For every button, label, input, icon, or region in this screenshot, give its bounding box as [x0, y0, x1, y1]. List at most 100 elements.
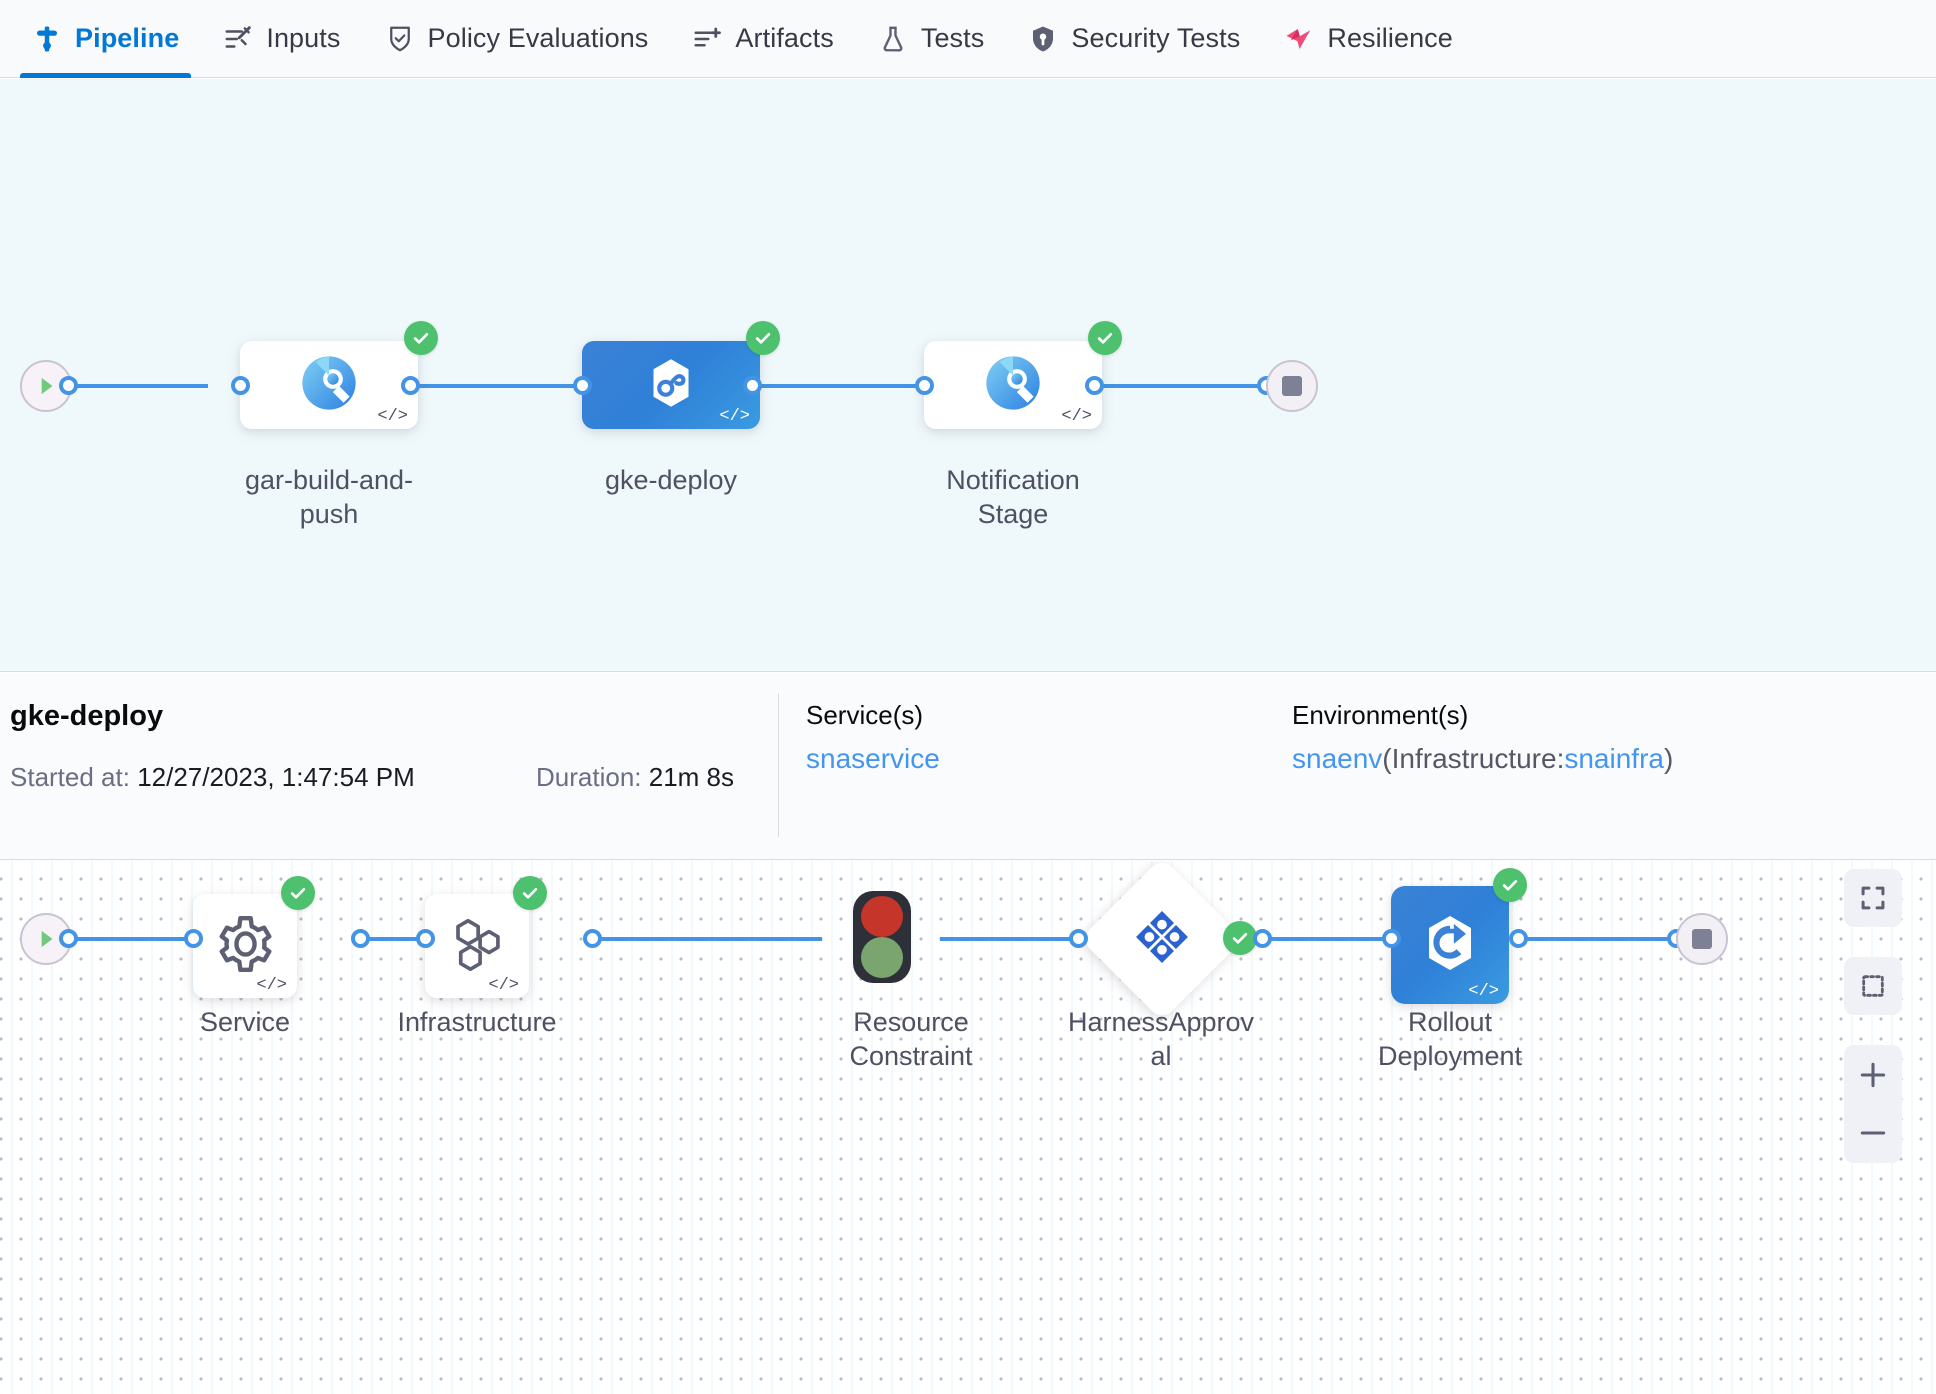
inputs-icon — [223, 24, 253, 54]
tab-label: Security Tests — [1071, 23, 1241, 53]
yaml-code-icon: </> — [1061, 407, 1092, 426]
edge-rollout-to-end — [1518, 937, 1676, 941]
pipeline-tab-bar: Pipeline Inputs Policy Evaluations Artif… — [0, 0, 1936, 78]
status-badge-success — [404, 321, 438, 355]
end-node[interactable] — [1266, 360, 1318, 412]
started-at-value: 12/27/2023, 1:47:54 PM — [137, 762, 415, 792]
end-node[interactable] — [1676, 913, 1728, 965]
tab-artifacts[interactable]: Artifacts — [670, 0, 855, 78]
pipeline-icon — [32, 24, 62, 54]
yaml-code-icon: </> — [488, 976, 519, 995]
tab-label: Tests — [920, 23, 985, 53]
edge-harness-approval-to-rollout — [1262, 937, 1400, 941]
traffic-light-red-lamp — [861, 896, 903, 937]
pipeline-stage-graph-canvas[interactable]: </> gar-build-and-push </> gke-deploy — [0, 79, 1936, 672]
detail-divider — [778, 693, 779, 837]
port-gke-deploy-out — [743, 376, 762, 395]
fit-to-screen-button[interactable] — [1844, 869, 1902, 927]
duration-value: 21m 8s — [648, 762, 734, 792]
port-start-out — [59, 376, 78, 395]
stage-detail-panel: gke-deploy Started at: 12/27/2023, 1:47:… — [0, 673, 1936, 860]
port-rollout-out — [1509, 929, 1528, 948]
tab-policy-evaluations[interactable]: Policy Evaluations — [363, 0, 671, 78]
edge-notification-to-end — [1094, 384, 1266, 388]
infrastructure-prefix: (Infrastructure: — [1382, 743, 1565, 774]
port-infrastructure-in — [416, 929, 435, 948]
stop-icon — [1282, 376, 1302, 396]
step-node-harness-approval[interactable] — [1104, 881, 1220, 997]
expand-corners-icon — [1844, 869, 1902, 927]
port-start-out — [59, 929, 78, 948]
stage-node-gar-build-and-push[interactable]: </> — [240, 321, 438, 429]
tab-label: Artifacts — [735, 23, 834, 53]
port-gar-build-in — [231, 376, 250, 395]
port-harness-approval-in — [1069, 929, 1088, 948]
port-infrastructure-out — [583, 929, 602, 948]
tab-label: Pipeline — [75, 23, 180, 53]
started-at-label: Started at: — [10, 762, 130, 792]
tab-label: Inputs — [266, 23, 341, 53]
status-badge-success — [1088, 321, 1122, 355]
port-harness-approval-out — [1253, 929, 1272, 948]
stage-label-gke-deploy: gke-deploy — [604, 465, 738, 495]
step-label-service: Service — [199, 1007, 291, 1037]
artifacts-list-icon — [692, 24, 722, 54]
play-icon — [41, 377, 53, 395]
tab-label: Resilience — [1327, 23, 1453, 53]
service-link[interactable]: snaservice — [806, 743, 940, 774]
infrastructure-suffix: ) — [1663, 743, 1674, 774]
dashed-square-icon — [1844, 957, 1902, 1015]
stage-started-at: Started at: 12/27/2023, 1:47:54 PM — [10, 762, 415, 793]
zoom-in-button[interactable] — [1844, 1046, 1902, 1104]
edge-start-to-service — [68, 937, 208, 941]
tab-inputs[interactable]: Inputs — [201, 0, 362, 78]
gear-icon — [214, 913, 276, 980]
status-badge-success — [746, 321, 780, 355]
harness-approval-icon — [1131, 906, 1193, 973]
services-column: Service(s) snaservice — [806, 700, 940, 775]
tab-label: Policy Evaluations — [427, 23, 649, 53]
edge-gke-deploy-to-notification — [752, 384, 924, 388]
status-badge-success — [1223, 921, 1257, 955]
environments-column: Environment(s) snaenv(Infrastructure:sna… — [1292, 700, 1673, 775]
stage-detail-title: gke-deploy — [10, 700, 164, 732]
stage-label-gar-build-and-push: gar-build-and-push — [244, 465, 414, 529]
step-node-service[interactable]: </> — [193, 876, 315, 998]
infrastructure-link[interactable]: snainfra — [1564, 743, 1664, 774]
environment-link[interactable]: snaenv — [1292, 743, 1383, 774]
tab-security-tests[interactable]: Security Tests — [1006, 0, 1262, 78]
build-stage-icon — [981, 351, 1045, 420]
select-area-button[interactable] — [1844, 957, 1902, 1015]
step-node-resource-constraint[interactable] — [853, 891, 911, 983]
stop-icon — [1692, 929, 1712, 949]
edge-resource-constraint-to-harness-approval — [940, 937, 1078, 941]
step-node-infrastructure[interactable]: </> — [425, 876, 547, 998]
tab-tests[interactable]: Tests — [856, 0, 1007, 78]
zoom-buttons-group — [1844, 1045, 1902, 1163]
tab-resilience[interactable]: Resilience — [1262, 0, 1475, 78]
security-shield-icon — [1028, 24, 1058, 54]
flask-icon — [878, 24, 908, 54]
port-gar-build-out — [401, 376, 420, 395]
yaml-code-icon: </> — [1468, 982, 1499, 1001]
port-service-out — [351, 929, 370, 948]
stage-duration: Duration: 21m 8s — [536, 762, 734, 793]
port-service-in — [184, 929, 203, 948]
build-stage-icon — [297, 351, 361, 420]
zoom-out-button[interactable] — [1844, 1104, 1902, 1162]
tab-pipeline[interactable]: Pipeline — [10, 0, 201, 78]
traffic-light-green-lamp — [861, 937, 903, 978]
duration-label: Duration: — [536, 762, 642, 792]
port-gke-deploy-in — [573, 376, 592, 395]
yaml-code-icon: </> — [256, 976, 287, 995]
port-rollout-in — [1382, 929, 1401, 948]
stage-node-gke-deploy[interactable]: </> — [582, 321, 780, 429]
step-node-rollout-deployment[interactable]: </> — [1391, 868, 1527, 1004]
stage-node-notification-stage[interactable]: </> — [924, 321, 1122, 429]
edge-gar-build-to-gke-deploy — [410, 384, 580, 388]
step-label-infrastructure: Infrastructure — [397, 1007, 557, 1037]
status-badge-success — [281, 876, 315, 910]
